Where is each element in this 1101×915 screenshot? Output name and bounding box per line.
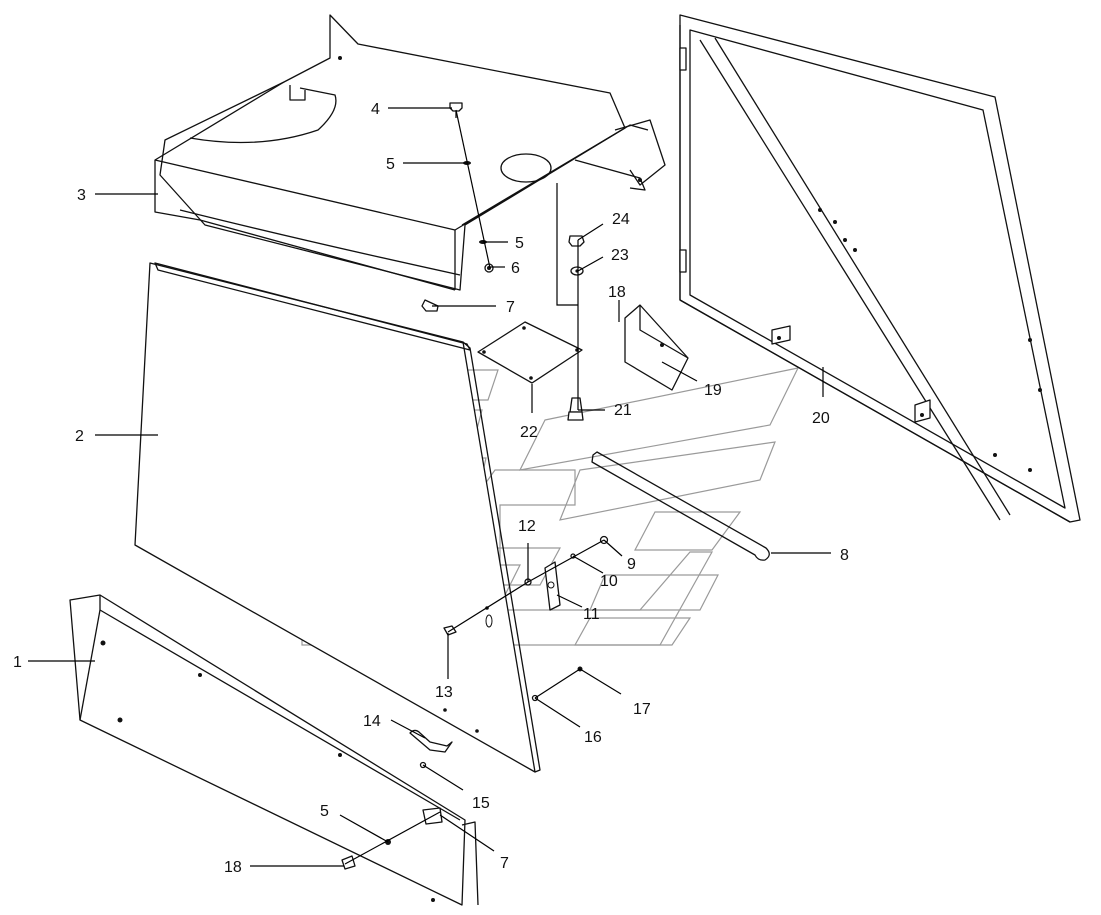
lower-panel-part-1 [69, 594, 479, 906]
callout-22: 22 [520, 424, 538, 441]
callout-5b: 5 [515, 235, 524, 252]
callout-17: 17 [633, 701, 651, 718]
callout-2: 2 [75, 428, 84, 445]
leader-lines [28, 107, 831, 867]
callout-11: 11 [583, 606, 600, 623]
callout-8: 8 [840, 547, 849, 564]
callout-13: 13 [435, 684, 453, 701]
callout-5c: 5 [320, 803, 329, 820]
callout-3: 3 [77, 187, 86, 204]
top-cover-part-3 [154, 14, 666, 291]
callout-7a: 7 [506, 299, 515, 316]
callout-15: 15 [472, 795, 490, 812]
callout-23: 23 [611, 247, 629, 264]
callout-18a: 18 [608, 284, 626, 301]
plate-part-22 [477, 321, 583, 384]
callout-7b: 7 [500, 855, 509, 872]
callout-21: 21 [614, 402, 632, 419]
callout-5a: 5 [386, 156, 395, 173]
callout-4: 4 [371, 101, 380, 118]
callout-14: 14 [363, 713, 381, 730]
callout-12: 12 [518, 518, 536, 535]
latch-part-11 [544, 561, 561, 611]
callout-24: 24 [612, 211, 630, 228]
frame-door-part-20 [679, 14, 1081, 523]
callout-6: 6 [511, 260, 520, 277]
callout-1: 1 [13, 654, 22, 671]
callout-19: 19 [704, 382, 722, 399]
rod-part-8 [591, 451, 770, 561]
callout-10: 10 [600, 573, 618, 590]
callout-9: 9 [627, 556, 636, 573]
bracket-part-19 [624, 304, 689, 391]
callout-labels: 1 2 3 4 5 5 5 6 7 7 8 9 10 11 12 13 14 1… [13, 101, 849, 876]
callout-16: 16 [584, 729, 602, 746]
callout-18b: 18 [224, 859, 242, 876]
callout-20: 20 [812, 410, 830, 427]
side-panel-part-2 [134, 262, 541, 773]
